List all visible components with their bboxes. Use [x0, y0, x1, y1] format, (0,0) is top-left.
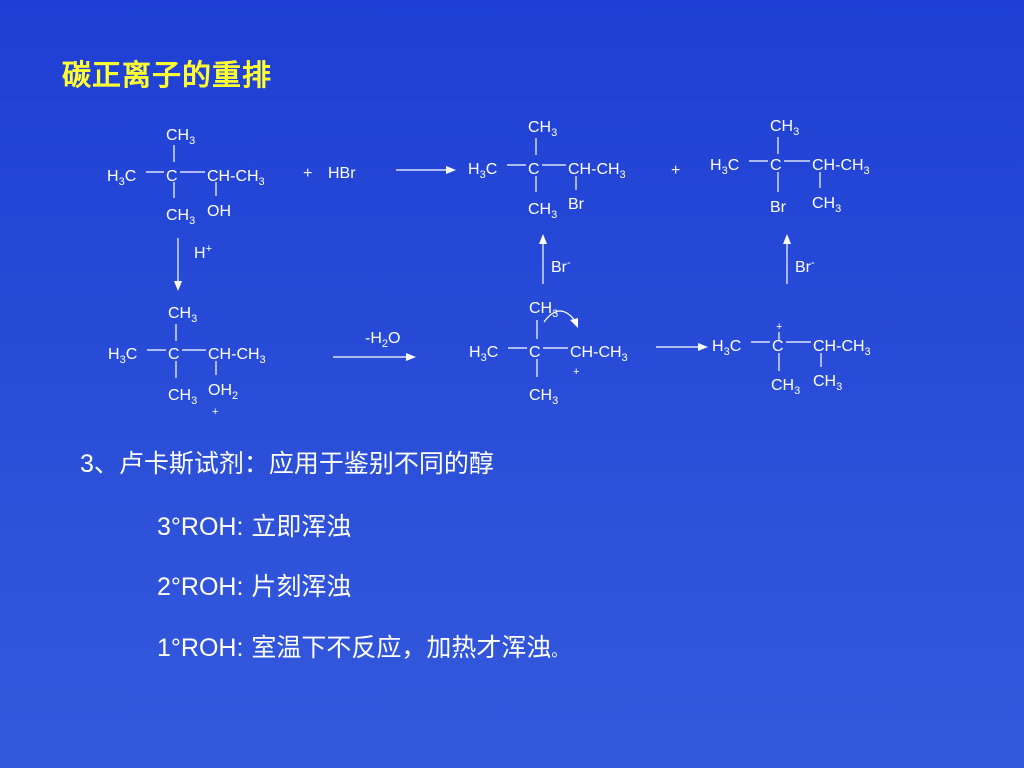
tertiary-result: 立即浑浊: [251, 512, 352, 541]
arrowhead-dehydration: [406, 353, 416, 361]
atom-oh: OH: [207, 203, 231, 220]
atom-ch-ch3: CH-CH3: [570, 344, 628, 364]
arrowhead-bromide-attack-rearranged: [783, 234, 791, 244]
atom-ch3-bottom: CH3: [812, 195, 841, 215]
tertiary-label: 3°ROH:: [157, 513, 244, 541]
methyl-shift-curved-arrow: [543, 310, 577, 323]
atom-ch-ch3: CH-CH3: [812, 157, 870, 177]
lucas-primary-line: 1°ROH: 室温下不反应，加热才浑浊。: [157, 628, 567, 664]
lucas-tertiary-line: 3°ROH: 立即浑浊: [157, 507, 351, 543]
lucas-heading: 3、卢卡斯试剂：应用于鉴别不同的醇: [80, 444, 494, 480]
arrowhead-bromide-attack-direct: [539, 234, 547, 244]
atom-central-c: C: [166, 168, 178, 185]
atom-h3c: H3C: [108, 346, 137, 366]
atom-ch3-bottom-right: CH3: [813, 373, 842, 393]
atom-h3c: H3C: [468, 161, 497, 181]
arrowhead-rearrangement: [698, 343, 708, 351]
primary-result: 室温下不反应，加热才浑浊: [251, 633, 552, 662]
plus-sign: +: [303, 165, 312, 182]
charge-plus: +: [776, 321, 782, 333]
label-dehydration: -H2O: [365, 330, 400, 350]
lucas-secondary-line: 2°ROH: 片刻浑浊: [157, 567, 351, 603]
charge-plus: +: [212, 406, 218, 418]
lucas-heading-text: 、卢卡斯试剂：应用于鉴别不同的醇: [93, 449, 494, 478]
atom-ch-ch3: CH-CH3: [208, 346, 266, 366]
molecule-secondary-carbocation: CH3 H3C C CH-CH3 CH3 +: [469, 300, 628, 407]
atom-ch3-top: CH3: [770, 118, 799, 138]
atom-central-c: C: [772, 338, 784, 355]
atom-ch3-top: CH3: [168, 305, 197, 325]
atom-ch-ch3: CH-CH3: [813, 338, 871, 358]
molecule-alcohol: CH3 H3C C CH-CH3 CH3 OH: [107, 127, 265, 227]
atom-ch3-top: CH3: [528, 119, 557, 139]
label-bromide: Br-: [551, 257, 571, 276]
charge-plus: +: [573, 366, 579, 378]
atom-ch3-bottom: CH3: [528, 201, 557, 221]
atom-h3c: H3C: [710, 157, 739, 177]
atom-h3c: H3C: [712, 338, 741, 358]
atom-ch3-bottom: CH3: [529, 387, 558, 407]
atom-central-c: C: [528, 161, 540, 178]
plus-sign: +: [671, 162, 680, 179]
molecule-oxonium: CH3 H3C C CH-CH3 CH3 OH2 +: [108, 305, 266, 418]
atom-h3c: H3C: [107, 168, 136, 188]
lucas-heading-number: 3: [80, 450, 94, 478]
molecule-bromide-rearranged: CH3 H3C C CH-CH3 Br CH3: [710, 118, 870, 216]
atom-ch3-top: CH3: [166, 127, 195, 147]
atom-br: Br: [568, 196, 585, 213]
secondary-label: 2°ROH:: [157, 573, 244, 601]
atom-h3c: H3C: [469, 344, 498, 364]
atom-br: Br: [770, 199, 787, 216]
atom-central-c: C: [168, 346, 180, 363]
primary-end-mark: 。: [551, 641, 568, 660]
atom-ch-ch3: CH-CH3: [207, 168, 265, 188]
primary-label: 1°ROH:: [157, 634, 244, 662]
slide-title: 碳正离子的重排: [62, 58, 273, 92]
atom-central-c: C: [529, 344, 541, 361]
atom-ch-ch3: CH-CH3: [568, 161, 626, 181]
atom-ch3-bottom-left: CH3: [771, 377, 800, 397]
label-proton: H+: [194, 243, 212, 262]
arrowhead-direct-substitution: [446, 166, 456, 174]
rearrangement-scheme: CH3 H3C C CH-CH3 CH3 OH + HBr CH3 H3C C …: [0, 0, 1024, 440]
methyl-shift-arrowhead: [570, 318, 578, 328]
atom-oh2: OH2: [208, 382, 238, 402]
atom-central-c: C: [770, 157, 782, 174]
reagent-hbr: HBr: [328, 165, 356, 182]
atom-ch3-bottom: CH3: [166, 207, 195, 227]
arrowhead-protonation: [174, 281, 182, 291]
molecule-tertiary-carbocation: + H3C C CH-CH3 CH3 CH3: [712, 321, 871, 397]
secondary-result: 片刻浑浊: [251, 572, 352, 601]
molecule-bromide-direct: CH3 H3C C CH-CH3 CH3 Br: [468, 119, 626, 221]
atom-ch3-bottom: CH3: [168, 387, 197, 407]
atom-ch3-top: CH3: [529, 300, 558, 320]
label-bromide: Br-: [795, 257, 815, 276]
